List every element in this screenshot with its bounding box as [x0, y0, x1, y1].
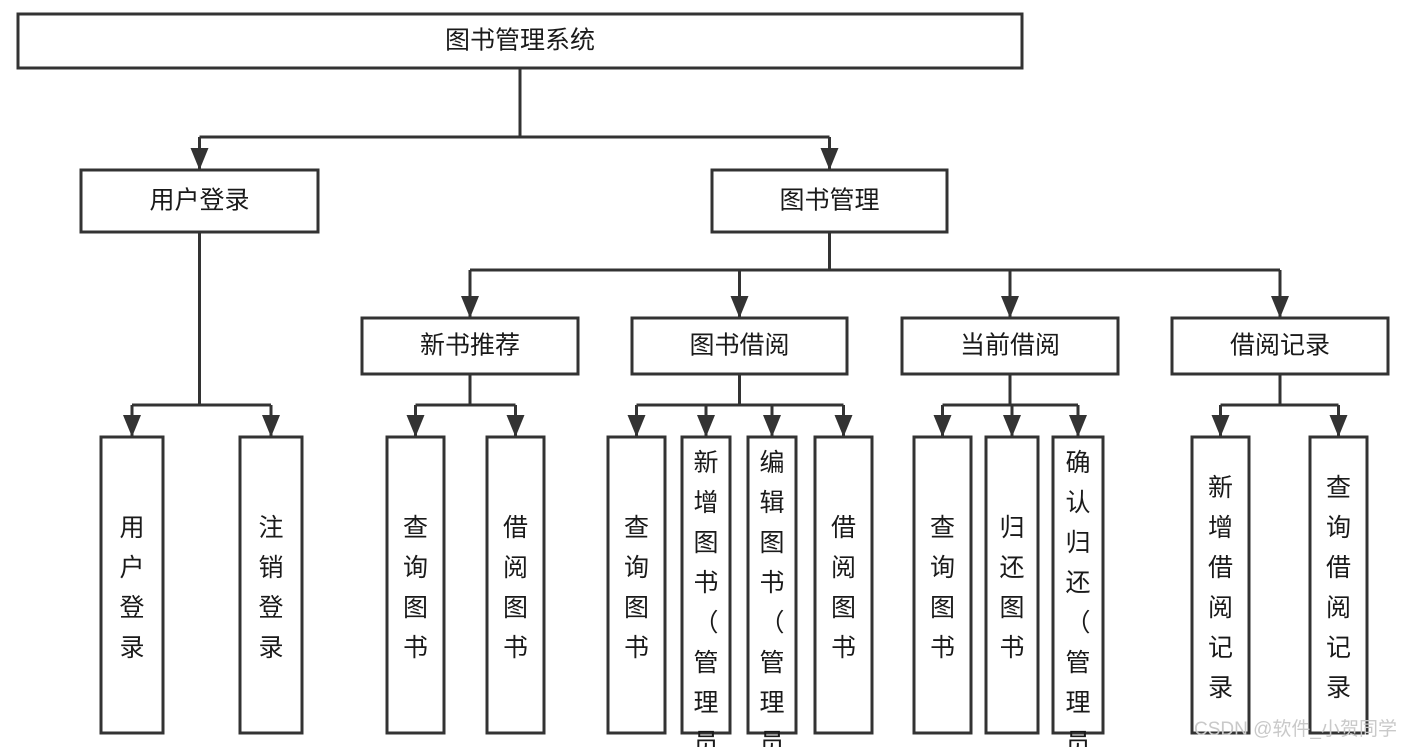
- node-box[interactable]: [99, 435, 165, 735]
- arrow-head-icon: [406, 415, 425, 437]
- node-box[interactable]: [1170, 316, 1390, 376]
- node-label: 查询图书: [624, 514, 649, 662]
- node-label: 查询图书: [930, 514, 955, 662]
- arrow-head-icon: [763, 415, 781, 437]
- node-box[interactable]: [238, 435, 304, 735]
- node-label: 归还图书: [999, 514, 1024, 662]
- node-label: 新增图书（管理员）: [693, 449, 718, 747]
- arrow-head-icon: [1271, 296, 1289, 318]
- arrow-head-icon: [1329, 415, 1348, 437]
- node-leaf-user-login[interactable]: 用户登录: [99, 435, 165, 735]
- node-leaf-user-logout[interactable]: 注销登录: [238, 435, 304, 735]
- node-box[interactable]: [746, 435, 798, 735]
- arrow-head-icon: [933, 415, 952, 437]
- arrow-head-icon: [697, 415, 715, 437]
- arrow-head-icon: [730, 296, 749, 318]
- arrow-head-icon: [190, 148, 209, 170]
- node-label: 借阅图书: [503, 514, 528, 662]
- node-new-book-rec[interactable]: 新书推荐: [360, 316, 580, 376]
- node-leaf-add-book[interactable]: 新增图书（管理员）: [680, 435, 732, 752]
- node-box[interactable]: [680, 435, 732, 735]
- node-box[interactable]: [1051, 435, 1105, 735]
- node-leaf-edit-book[interactable]: 编辑图书（管理员）: [746, 435, 798, 752]
- node-label: 借阅图书: [831, 514, 856, 662]
- node-box[interactable]: [79, 168, 320, 234]
- node-leaf-query-book-2[interactable]: 查询图书: [606, 435, 667, 735]
- node-book-borrow[interactable]: 图书借阅: [630, 316, 849, 376]
- arrow-head-icon: [262, 415, 280, 437]
- node-leaf-query-book-3[interactable]: 查询图书: [912, 435, 973, 735]
- node-label: 当前借阅: [960, 332, 1060, 360]
- node-box[interactable]: [16, 12, 1024, 70]
- node-box[interactable]: [1308, 435, 1369, 735]
- node-box[interactable]: [360, 316, 580, 376]
- node-root-system[interactable]: 图书管理系统: [16, 12, 1024, 70]
- node-box[interactable]: [385, 435, 446, 735]
- node-leaf-query-book-1[interactable]: 查询图书: [385, 435, 446, 735]
- node-label: 用户登录: [149, 187, 249, 215]
- arrow-head-icon: [1211, 415, 1230, 437]
- node-label: 图书管理系统: [445, 27, 595, 55]
- node-box[interactable]: [606, 435, 667, 735]
- node-label: 注销登录: [258, 514, 283, 662]
- connector-layer: [123, 68, 1348, 437]
- node-label: 用户登录: [119, 514, 144, 662]
- node-label: 图书借阅: [689, 332, 789, 360]
- arrow-head-icon: [506, 415, 525, 437]
- node-label: 查询借阅记录: [1326, 474, 1351, 702]
- node-book-manage[interactable]: 图书管理: [710, 168, 949, 234]
- node-leaf-confirm-return[interactable]: 确认归还（管理员）: [1051, 435, 1105, 752]
- node-user-login[interactable]: 用户登录: [79, 168, 320, 234]
- node-box[interactable]: [900, 316, 1120, 376]
- node-box[interactable]: [912, 435, 973, 735]
- node-label: 借阅记录: [1230, 332, 1330, 360]
- arrow-head-icon: [834, 415, 853, 437]
- node-label: 新增借阅记录: [1208, 474, 1233, 702]
- node-label: 查询图书: [403, 514, 428, 662]
- node-leaf-borrow-book-2[interactable]: 借阅图书: [813, 435, 874, 735]
- arrow-head-icon: [1001, 296, 1019, 318]
- node-leaf-borrow-book-1[interactable]: 借阅图书: [485, 435, 546, 735]
- node-box[interactable]: [984, 435, 1040, 735]
- node-leaf-add-record[interactable]: 新增借阅记录: [1190, 435, 1251, 735]
- node-box[interactable]: [630, 316, 849, 376]
- node-leaf-query-record[interactable]: 查询借阅记录: [1308, 435, 1369, 735]
- node-box[interactable]: [1190, 435, 1251, 735]
- node-label: 图书管理: [779, 187, 879, 215]
- arrow-head-icon: [123, 415, 141, 437]
- node-layer: 图书管理系统用户登录图书管理新书推荐图书借阅当前借阅借阅记录用户登录注销登录查询…: [16, 12, 1390, 752]
- arrow-head-icon: [820, 148, 839, 170]
- node-label: 确认归还（管理员）: [1065, 449, 1090, 747]
- csdn-watermark: CSDN @软件_小贺同学: [1194, 719, 1397, 740]
- arrow-head-icon: [1003, 415, 1021, 437]
- node-label: 新书推荐: [420, 332, 520, 360]
- node-leaf-return-book[interactable]: 归还图书: [984, 435, 1040, 735]
- node-box[interactable]: [485, 435, 546, 735]
- node-label: 编辑图书（管理员）: [759, 449, 784, 747]
- arrow-head-icon: [627, 415, 646, 437]
- node-current-borrow[interactable]: 当前借阅: [900, 316, 1120, 376]
- node-borrow-record[interactable]: 借阅记录: [1170, 316, 1390, 376]
- arrow-head-icon: [461, 296, 479, 318]
- node-box[interactable]: [813, 435, 874, 735]
- node-box[interactable]: [710, 168, 949, 234]
- arrow-head-icon: [1069, 415, 1087, 437]
